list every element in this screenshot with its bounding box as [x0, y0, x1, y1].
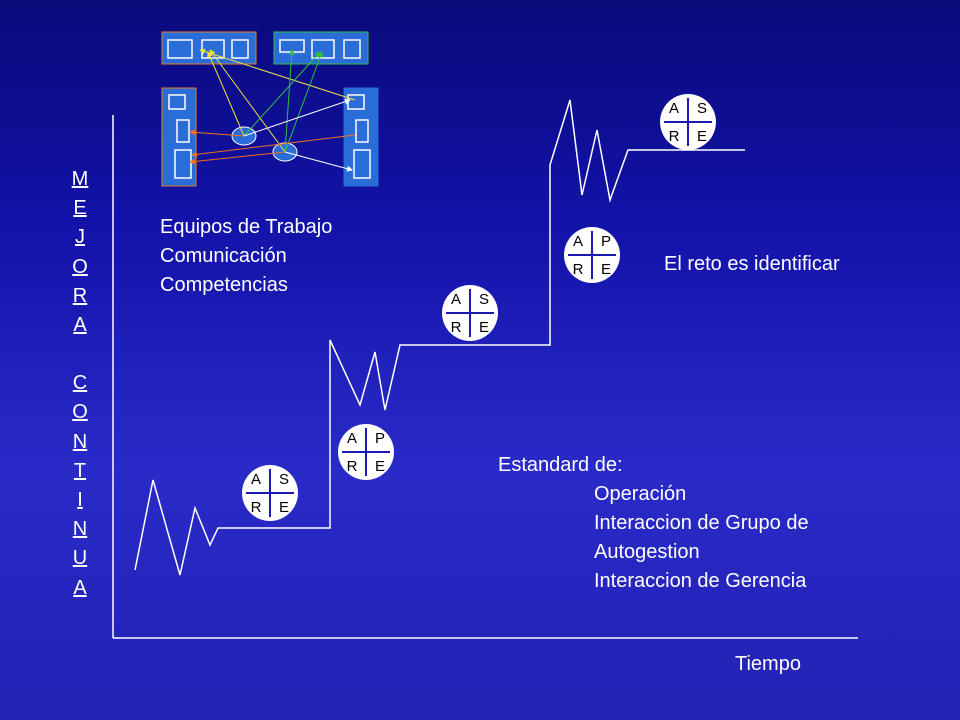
y-axis-letter: A — [73, 314, 87, 337]
team-module-left — [161, 87, 197, 187]
cycle-3-tl: A — [450, 290, 461, 308]
y-axis-letter: O — [72, 255, 88, 278]
cycle-4: A P R E — [564, 227, 620, 283]
team-module-top-right — [273, 31, 369, 65]
cycle-2: A P R E — [338, 424, 394, 480]
team-connections — [189, 48, 356, 172]
y-axis-letter: M — [71, 168, 89, 190]
y-axis-letter: N — [72, 430, 88, 453]
cycle-2-bl: R — [346, 457, 358, 475]
cycle-3-br: E — [478, 318, 489, 336]
cycle-3: A S R E — [442, 285, 498, 341]
cycle-3-bl: R — [450, 318, 462, 336]
cycle-4-br: E — [600, 260, 611, 278]
cycle-1-tl: A — [250, 470, 261, 488]
y-axis-letter: A — [73, 576, 87, 599]
cycle-4-tl: A — [572, 232, 583, 250]
cycle-4-tr: P — [600, 232, 611, 250]
team-label-equipos: Equipos de Trabajo — [160, 216, 333, 238]
y-axis-letter: R — [72, 284, 88, 307]
cycle-1: A S R E — [242, 465, 298, 521]
cycle-5: A S R E — [660, 94, 716, 150]
cycle-5-tl: A — [668, 99, 679, 117]
team-module-top-left — [161, 31, 257, 65]
standard-item-grupo: Interaccion de Grupo de — [594, 512, 809, 534]
standard-item-operacion: Operación — [594, 483, 687, 505]
team-module-right — [343, 87, 379, 187]
cycle-1-tr: S — [278, 470, 289, 488]
cycle-4-bl: R — [572, 260, 584, 278]
y-axis-letter: T — [73, 459, 87, 482]
team-label-comunicacion: Comunicación — [160, 245, 287, 267]
y-axis-letter: J — [75, 226, 85, 249]
y-axis-letter: N — [72, 518, 88, 541]
y-axis-letter: I — [77, 489, 83, 512]
cycle-1-br: E — [278, 498, 289, 516]
team-label-competencias: Competencias — [160, 274, 288, 296]
y-axis-letter: E — [73, 197, 87, 220]
y-axis-letter: C — [72, 372, 88, 395]
challenge-label: El reto es identificar — [664, 253, 840, 275]
y-axis-letter: O — [72, 401, 88, 424]
cycle-5-bl: R — [668, 127, 680, 145]
y-axis-letter — [60, 340, 100, 369]
cycle-3-tr: S — [478, 290, 489, 308]
standard-item-gerencia: Interaccion de Gerencia — [594, 570, 807, 592]
standard-title: Estandard de: — [498, 454, 623, 476]
cycle-2-tl: A — [346, 429, 357, 447]
x-axis-label: Tiempo — [735, 653, 801, 675]
improvement-path — [134, 99, 745, 576]
cycle-5-tr: S — [696, 99, 707, 117]
cycle-5-br: E — [696, 127, 707, 145]
cycle-2-tr: P — [374, 429, 385, 447]
cycle-2-br: E — [374, 457, 385, 475]
y-axis-letter: U — [72, 547, 88, 570]
standard-item-autogestion: Autogestion — [594, 541, 700, 563]
cycle-1-bl: R — [250, 498, 262, 516]
